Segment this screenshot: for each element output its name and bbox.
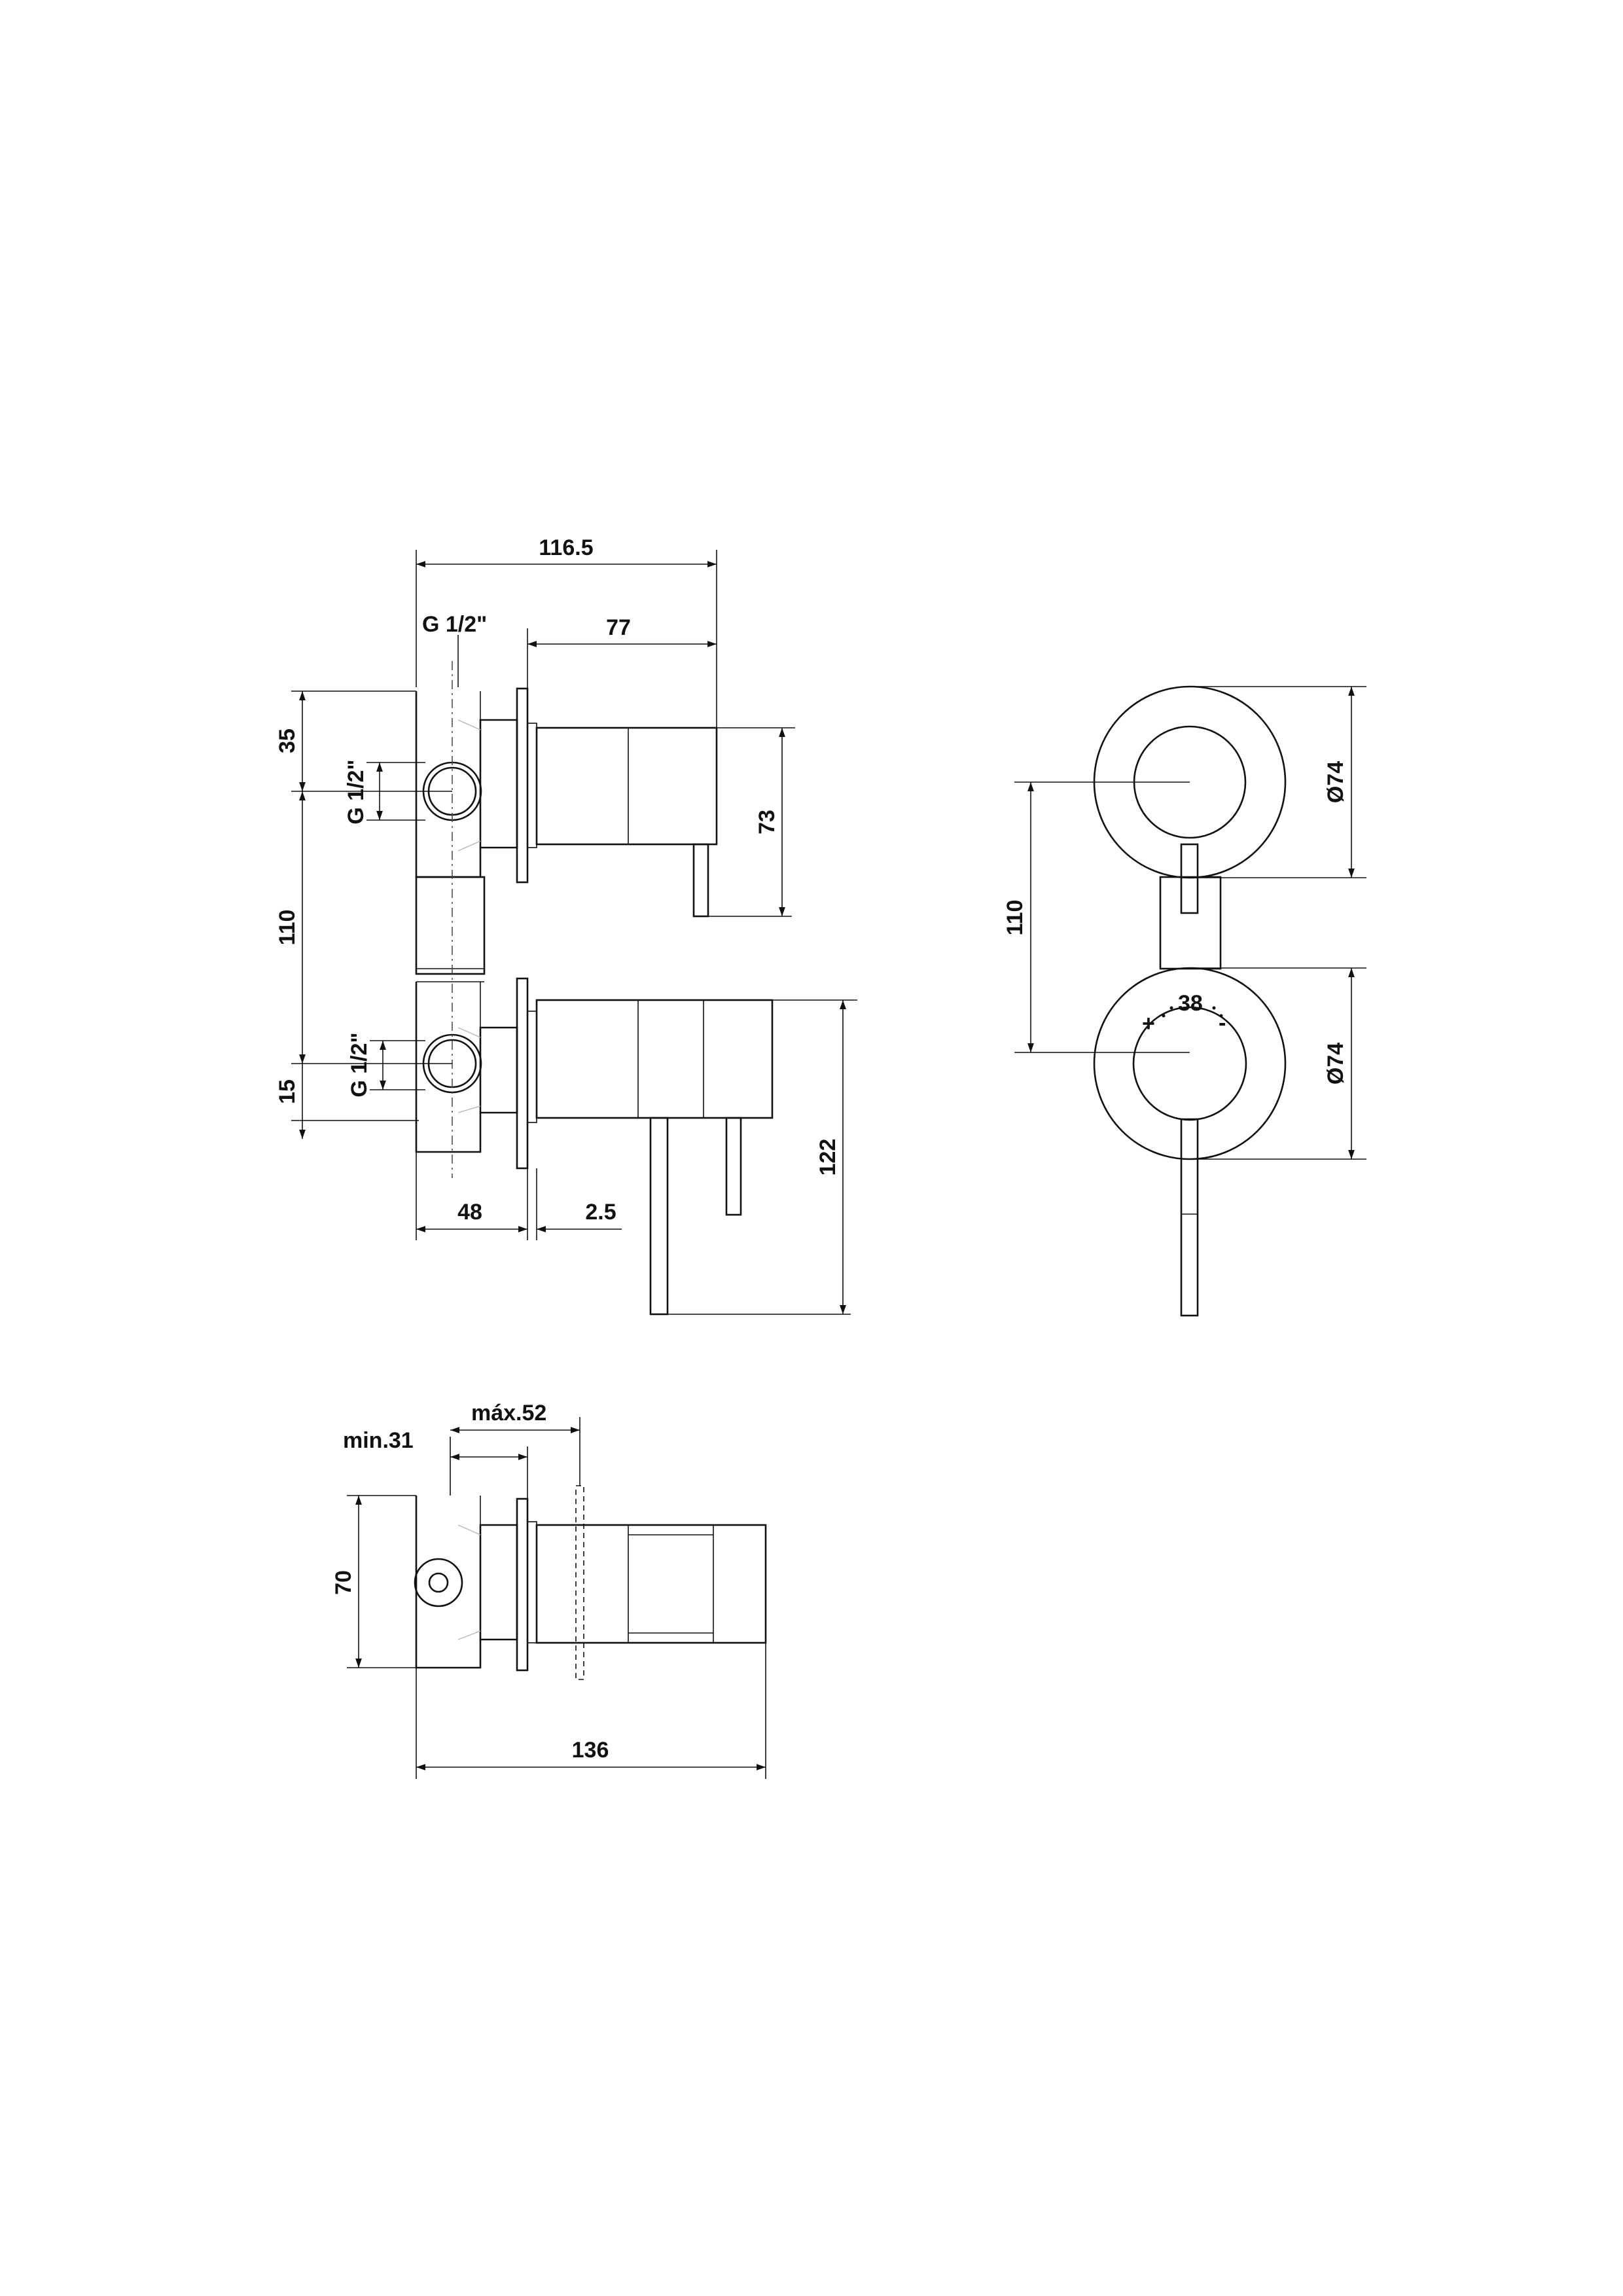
section-wall-plate	[516, 1498, 529, 1672]
connecting-pipe	[415, 876, 486, 975]
dim-max-depth: máx.52	[471, 1401, 546, 1426]
upper-body	[415, 691, 518, 878]
upper-wall-plate	[516, 687, 529, 884]
lower-wall-plate	[516, 977, 529, 1170]
dim-section-height: 70	[331, 1570, 356, 1595]
lower-body	[415, 982, 518, 1153]
dim-min-depth: min.31	[343, 1428, 414, 1453]
section-handle	[535, 1524, 767, 1644]
dim-front-center-distance: 110	[1003, 900, 1027, 936]
section-view: máx.52 min.31 70 136	[331, 1401, 767, 1779]
dim-front-diameter-bottom: Ø74	[1323, 1043, 1348, 1085]
front-view: + 38 - 110 Ø74 Ø74	[1003, 685, 1366, 1317]
thread-top-label: G 1/2"	[422, 612, 487, 637]
dim-center-distance: 110	[275, 910, 300, 946]
dim-inlet-offset-bottom: 15	[275, 1079, 300, 1104]
dim-overall-depth: 116.5	[539, 535, 593, 560]
wall-surface	[575, 1485, 584, 1680]
middle-sleeve	[1159, 876, 1222, 970]
dim-front-diameter-top: Ø74	[1323, 761, 1348, 803]
upper-lever-front	[1180, 843, 1199, 914]
section-inlet	[414, 1558, 463, 1607]
short-knob	[725, 1117, 742, 1216]
side-view: 116.5 77 G 1/2" 35 110 15 G 1/2" G 1/2" …	[275, 535, 857, 1316]
temp-plus: +	[1142, 1011, 1155, 1036]
upper-lever	[692, 843, 709, 918]
dim-inlet-offset-top: 35	[275, 728, 300, 753]
dim-body-depth: 48	[457, 1200, 482, 1225]
dim-section-total: 136	[572, 1738, 609, 1763]
lower-handle	[535, 999, 774, 1119]
dim-plate-thickness: 2.5	[585, 1200, 616, 1225]
dim-upper-height: 73	[755, 810, 779, 834]
temp-value: 38	[1178, 991, 1203, 1016]
upper-handle	[535, 726, 718, 846]
temp-minus: -	[1219, 1011, 1226, 1035]
lower-lever-front	[1180, 1118, 1199, 1317]
section-body	[415, 1496, 518, 1669]
dim-lever-depth: 77	[606, 615, 631, 640]
thread-lower-inlet-label: G 1/2"	[347, 1032, 372, 1097]
dim-lower-height: 122	[815, 1139, 840, 1176]
thread-upper-inlet-label: G 1/2"	[344, 759, 368, 824]
lower-lever	[649, 1117, 669, 1316]
